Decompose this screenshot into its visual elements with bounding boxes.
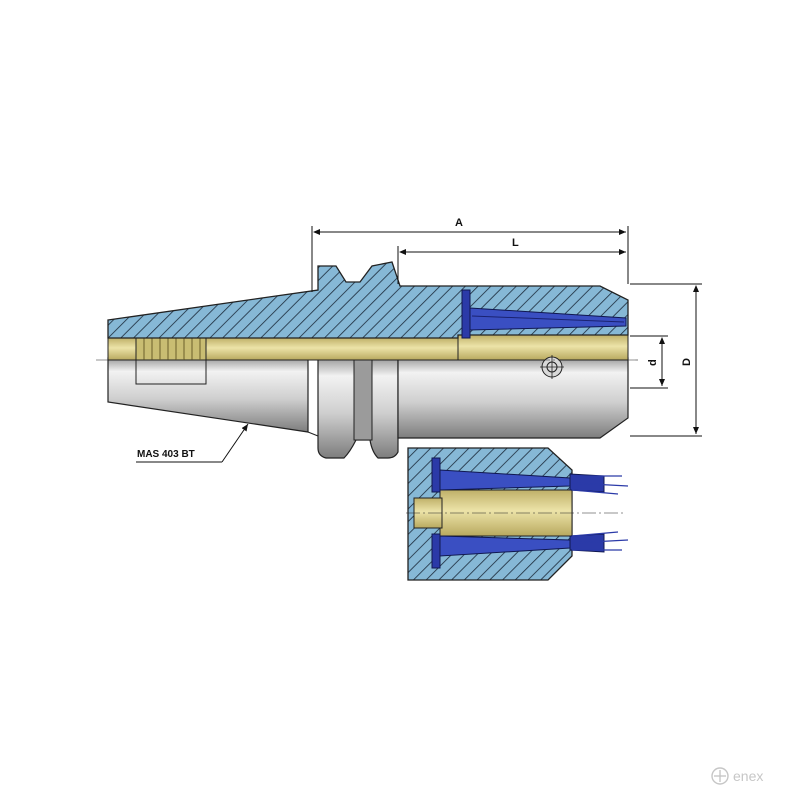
watermark-text: enex bbox=[733, 768, 763, 784]
taper-shank-lower bbox=[107, 357, 309, 433]
set-screw-icon bbox=[540, 355, 564, 379]
dimension-a: A bbox=[311, 217, 629, 292]
detail-upper-pin bbox=[431, 457, 441, 493]
watermark: enex bbox=[711, 767, 763, 785]
dim-l-label: L bbox=[512, 237, 519, 249]
clamping-pin bbox=[461, 289, 471, 339]
thread-lines bbox=[143, 338, 201, 360]
dim-d-small-label: d bbox=[647, 359, 659, 366]
flange-groove bbox=[353, 357, 373, 441]
taper-standard-label: MAS 403 BT bbox=[137, 449, 195, 460]
clamping-detail-view bbox=[406, 447, 629, 581]
taper-standard-callout: MAS 403 BT bbox=[136, 423, 249, 463]
detail-upper-wedge bbox=[569, 473, 605, 493]
dim-a-label: A bbox=[455, 217, 463, 229]
enex-logo-icon bbox=[711, 767, 729, 785]
nose-body-lower bbox=[397, 357, 629, 439]
dimension-l: L bbox=[397, 237, 626, 284]
dim-d-large-label: D bbox=[681, 358, 693, 366]
thread-depth-line bbox=[135, 360, 207, 385]
retention-thread bbox=[135, 337, 207, 361]
main-holder-view bbox=[107, 261, 629, 459]
detail-lower-pin bbox=[431, 533, 441, 569]
detail-upper-arrows bbox=[571, 475, 629, 495]
dimension-d-small: d bbox=[630, 335, 668, 389]
dimension-d-large: D bbox=[630, 283, 702, 437]
collet-bore bbox=[457, 334, 629, 361]
detail-lower-arrows bbox=[571, 531, 629, 551]
